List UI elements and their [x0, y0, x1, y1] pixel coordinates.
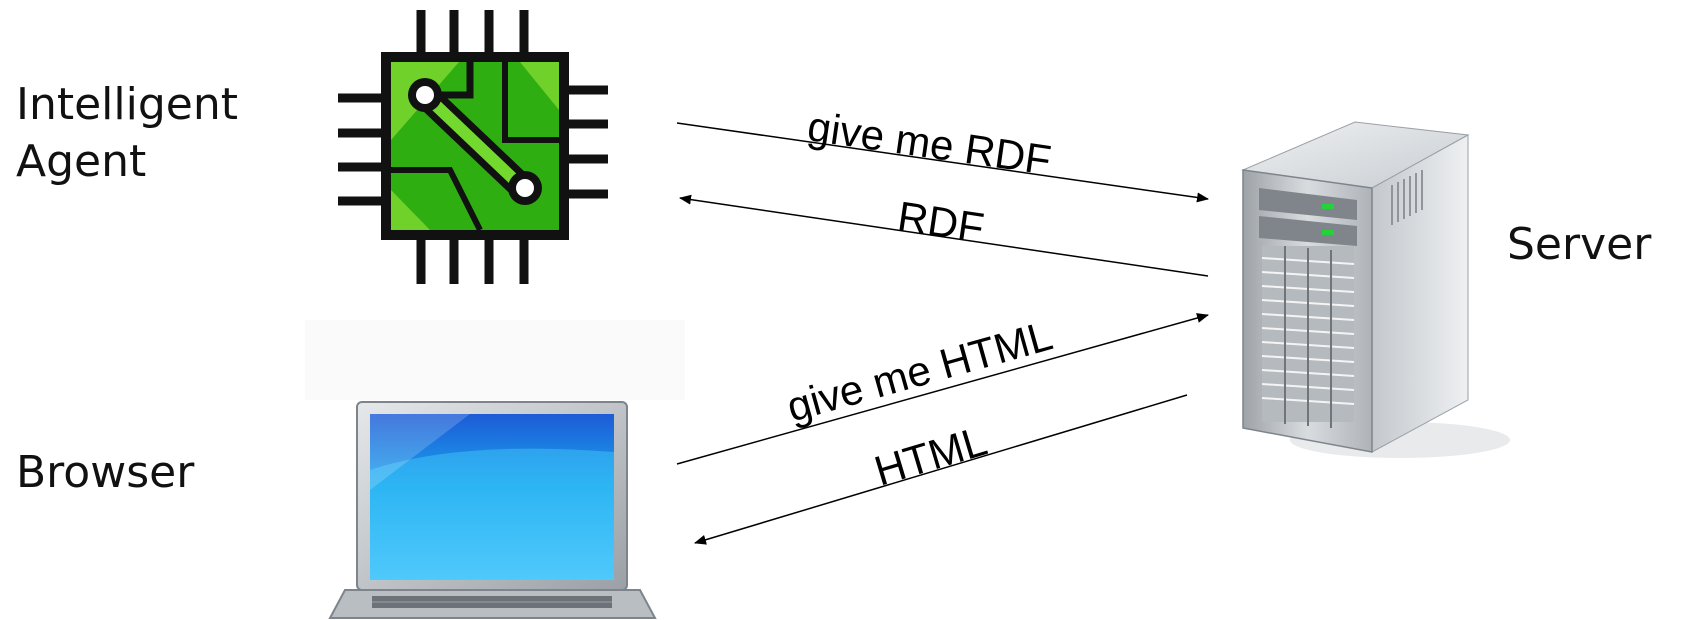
agent-label: Intelligent Agent	[16, 76, 238, 190]
arrow-response-html	[694, 394, 1188, 545]
request-html-label: give me HTML	[782, 312, 1058, 431]
server-label: Server	[1507, 219, 1652, 270]
server-tower-icon	[1241, 121, 1510, 458]
arrow-response-rdf	[679, 194, 1209, 277]
laptop-icon	[305, 320, 685, 619]
arrow-request-rdf	[676, 122, 1209, 203]
browser-label: Browser	[16, 447, 195, 498]
request-rdf-label: give me RDF	[805, 102, 1054, 183]
arrow-request-html	[676, 313, 1209, 465]
response-html-label: HTML	[869, 417, 992, 495]
agent-label-line1: Intelligent	[16, 79, 238, 130]
chip-icon	[338, 10, 608, 284]
agent-label-line2: Agent	[16, 136, 147, 188]
response-rdf-label: RDF	[895, 192, 987, 251]
